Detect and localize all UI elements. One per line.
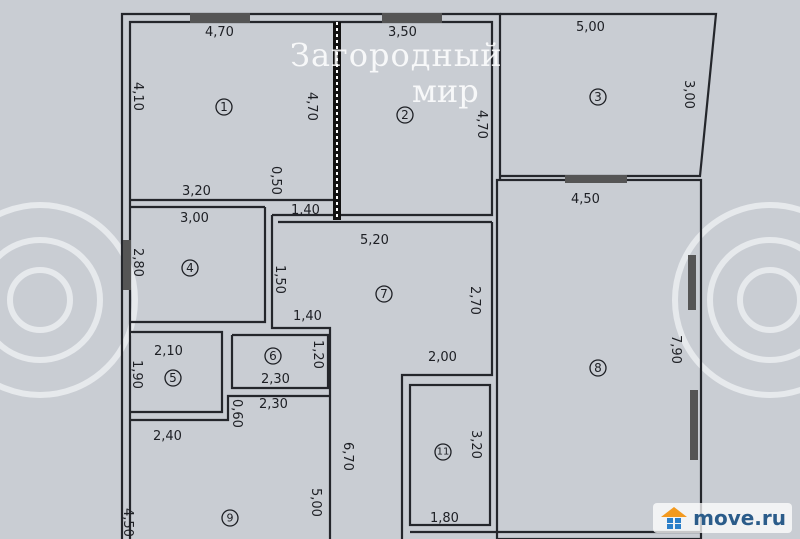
room-numbers	[164, 88, 607, 527]
dim: 2,30	[259, 397, 288, 412]
dim: 7,90	[668, 335, 683, 364]
dim: 4,70	[304, 92, 319, 121]
room-number-9: 9	[227, 512, 234, 525]
dim: 2,70	[467, 286, 482, 315]
logo-text: move.ru	[693, 506, 786, 530]
dim: 4,70	[474, 110, 489, 139]
decorative-ornament-right	[672, 202, 800, 398]
dim: 2,80	[130, 248, 145, 277]
dim: 4,10	[130, 82, 145, 111]
dim: 1,90	[129, 360, 144, 389]
room-number-2: 2	[401, 108, 409, 122]
watermark-line-2: мир	[412, 72, 479, 110]
dim: 2,30	[261, 372, 290, 387]
room-number-7: 7	[380, 287, 388, 301]
dim: 2,40	[153, 429, 182, 444]
room-number-3: 3	[594, 90, 602, 104]
dim: 3,00	[681, 80, 696, 109]
dim: 6,70	[340, 442, 355, 471]
dim: 2,10	[154, 344, 183, 359]
dim: 3,20	[182, 184, 211, 199]
room-number-8: 8	[594, 361, 602, 375]
room-number-1: 1	[220, 100, 228, 114]
dim: 0,50	[268, 166, 283, 195]
dim: 1,20	[310, 340, 325, 369]
decorative-ornament-left	[0, 202, 138, 398]
watermark-line-1: Загородный	[290, 36, 503, 74]
walls	[120, 12, 718, 539]
dim: 1,40	[293, 309, 322, 324]
dim: 1,50	[272, 265, 287, 294]
dim: 1,80	[430, 511, 459, 526]
dim: 0,60	[229, 399, 244, 428]
watermark: Загородный	[290, 38, 503, 72]
dim: 4,50	[120, 508, 135, 537]
dim: 3,20	[468, 430, 483, 459]
dim: 5,00	[308, 488, 323, 517]
dim: 2,00	[428, 350, 457, 365]
dim: 1,40	[291, 203, 320, 218]
dim: 5,20	[360, 233, 389, 248]
dim: 4,70	[205, 25, 234, 40]
room-number-4: 4	[186, 261, 194, 275]
dim: 5,00	[576, 20, 605, 35]
move-ru-logo[interactable]: move.ru	[653, 503, 792, 533]
house-icon	[661, 507, 688, 529]
dim: 4,50	[571, 192, 600, 207]
dim: 3,00	[180, 211, 209, 226]
room-number-11: 11	[437, 447, 450, 458]
watermark-2: мир	[412, 75, 479, 107]
dim: 3,50	[388, 25, 417, 40]
room-number-5: 5	[169, 371, 177, 385]
room-number-6: 6	[269, 349, 277, 363]
